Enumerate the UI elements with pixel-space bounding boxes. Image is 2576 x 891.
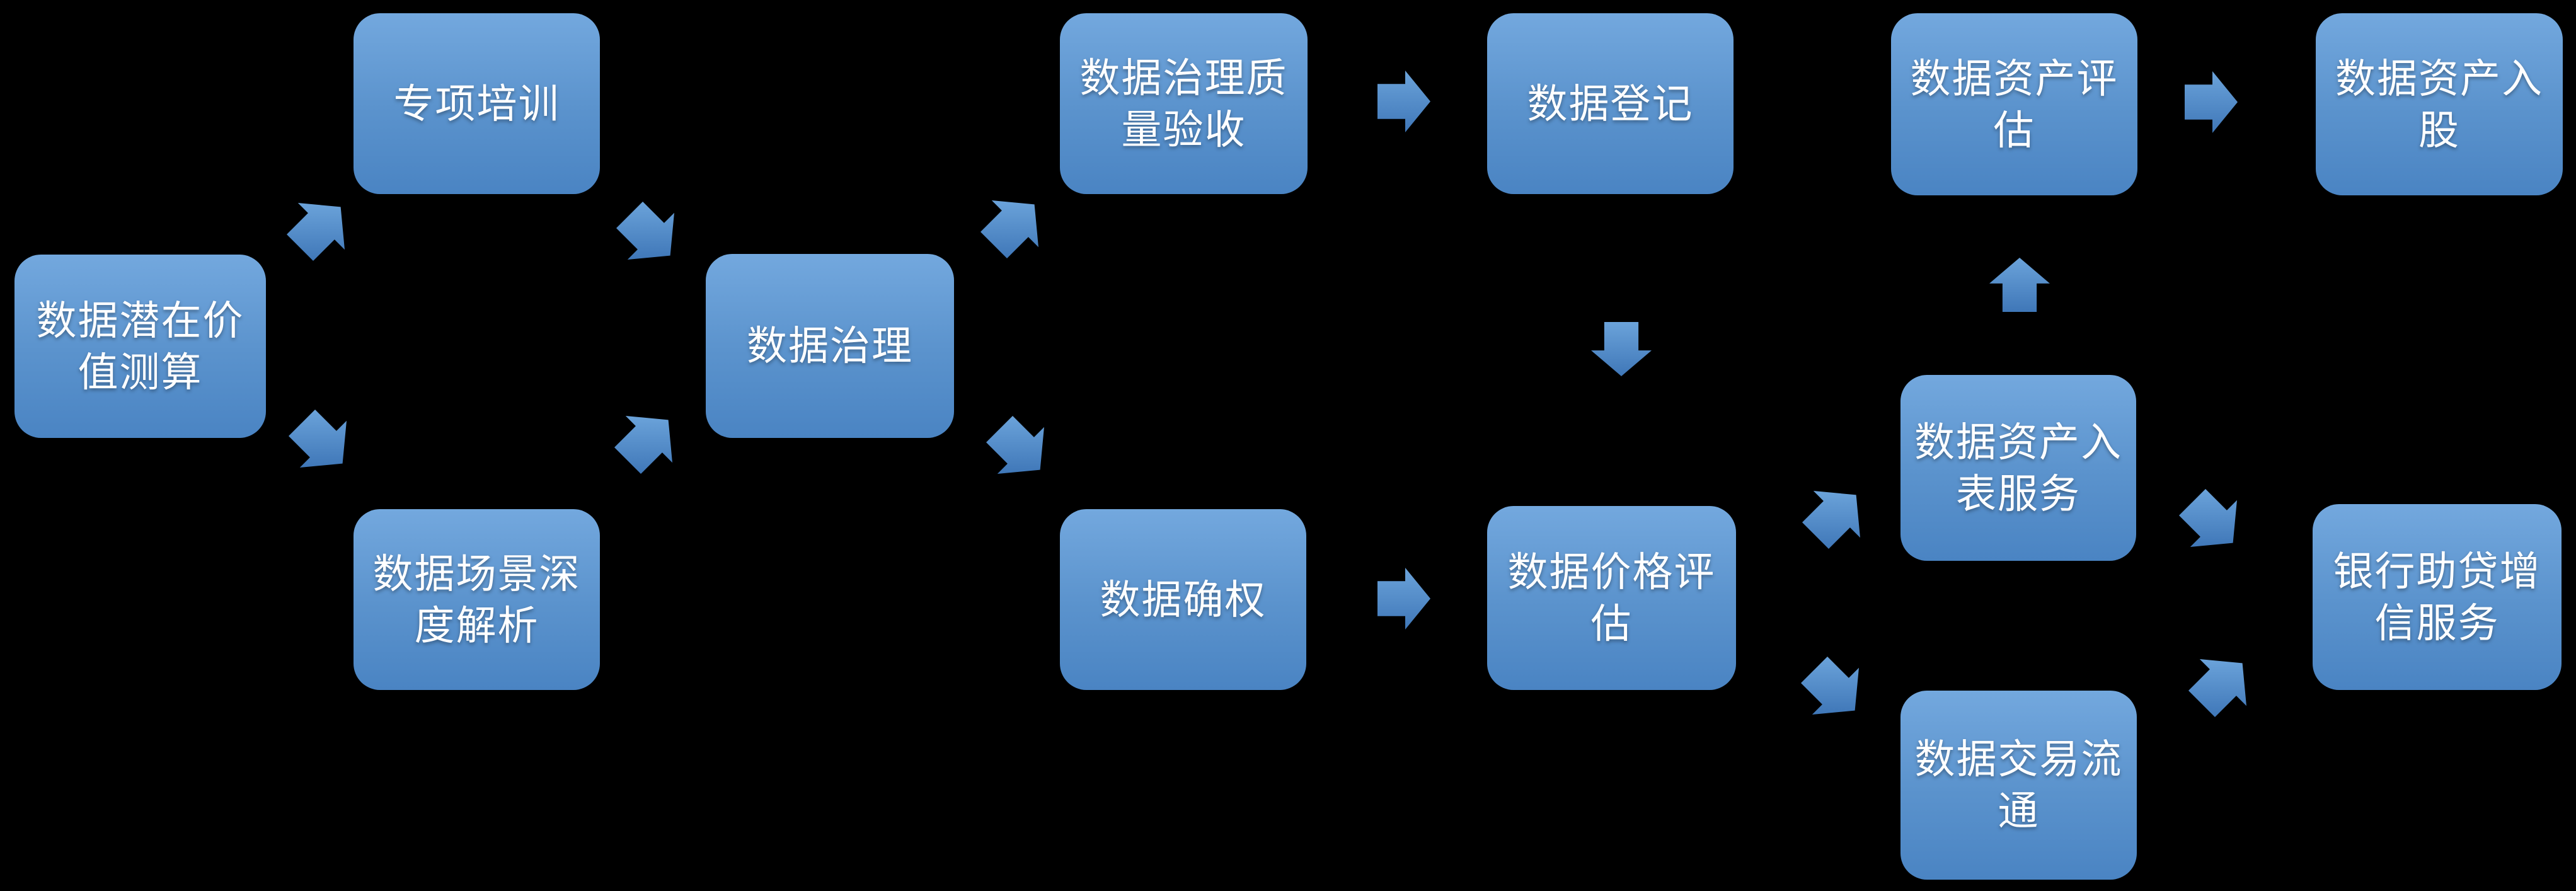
up-arrow-icon (1989, 258, 2050, 312)
right-arrow-icon (1377, 71, 1430, 132)
right-arrow-icon (1377, 568, 1430, 629)
arrow-governance-quality-acceptance-to-data-registration (1377, 71, 1430, 132)
node-label: 值测算 (78, 349, 203, 395)
node-data-rights-confirmation: 数据确权 (1060, 509, 1306, 690)
node-label: 数据治理质 (1079, 55, 1288, 101)
node-data-governance: 数据治理 (706, 254, 954, 438)
node-label: 通 (1998, 788, 2040, 834)
down-right-arrow-icon (289, 410, 347, 468)
node-label: 数据确权 (1100, 577, 1267, 623)
node-label: 银行助贷增 (2333, 548, 2541, 594)
arrow-potential-value-to-scenario-analysis (289, 410, 347, 468)
node-label: 数据交易流 (1914, 737, 2123, 782)
up-right-arrow-icon (614, 416, 672, 474)
arrow-data-governance-to-data-rights-confirmation (986, 416, 1044, 474)
node-trade-circulation: 数据交易流通 (1900, 691, 2137, 880)
arrow-data-governance-to-governance-quality-acceptance (980, 200, 1038, 258)
node-label: 股 (2418, 107, 2460, 153)
node-label: 估 (1993, 107, 2035, 153)
node-label: 数据治理 (747, 323, 913, 369)
node-price-evaluation: 数据价格评估 (1487, 506, 1736, 690)
node-special-training: 专项培训 (354, 13, 600, 194)
node-asset-evaluation: 数据资产评估 (1891, 13, 2137, 195)
down-right-arrow-icon (1801, 657, 1859, 715)
arrow-asset-entry-service-to-asset-evaluation (1989, 258, 2050, 312)
node-potential-value: 数据潜在价值测算 (14, 255, 266, 438)
up-right-arrow-icon (287, 203, 345, 261)
node-asset-entry-service: 数据资产入表服务 (1900, 375, 2136, 561)
up-right-arrow-icon (1802, 491, 1860, 549)
down-right-arrow-icon (616, 202, 674, 260)
down-right-arrow-icon (986, 416, 1044, 474)
up-right-arrow-icon (2188, 659, 2246, 717)
node-label: 估 (1590, 601, 1633, 647)
arrow-price-evaluation-to-asset-entry-service (1802, 491, 1860, 549)
right-arrow-icon (2185, 71, 2238, 133)
down-arrow-icon (1591, 322, 1652, 376)
node-bank-credit-service: 银行助贷增信服务 (2313, 504, 2562, 690)
node-data-registration: 数据登记 (1487, 13, 1734, 194)
node-label: 度解析 (414, 602, 539, 648)
node-label: 量验收 (1121, 106, 1246, 152)
node-label: 数据场景深 (372, 551, 581, 597)
node-label: 表服务 (1956, 471, 2081, 517)
node-asset-shareholding: 数据资产入股 (2316, 13, 2563, 195)
arrow-scenario-analysis-to-data-governance (614, 416, 672, 474)
node-label: 数据登记 (1527, 81, 1694, 127)
node-label: 信服务 (2374, 600, 2500, 646)
up-right-arrow-icon (980, 200, 1038, 258)
node-scenario-analysis: 数据场景深度解析 (354, 509, 600, 690)
node-label: 数据潜在价 (36, 297, 244, 343)
arrow-trade-circulation-to-bank-credit-service (2188, 659, 2246, 717)
arrow-asset-entry-service-to-bank-credit-service (2179, 489, 2237, 547)
arrow-special-training-to-data-governance (616, 202, 674, 260)
arrow-asset-evaluation-to-asset-shareholding (2185, 71, 2238, 133)
node-governance-quality-acceptance: 数据治理质量验收 (1060, 13, 1308, 194)
node-label: 数据资产入 (1914, 419, 2122, 465)
arrow-data-registration-to-price-evaluation (1591, 322, 1652, 376)
arrow-price-evaluation-to-trade-circulation (1801, 657, 1859, 715)
node-label: 数据资产评 (1910, 55, 2119, 101)
node-label: 专项培训 (393, 81, 560, 127)
node-label: 数据价格评 (1507, 549, 1716, 595)
arrow-potential-value-to-special-training (287, 203, 345, 261)
node-label: 数据资产入 (2335, 55, 2543, 101)
down-right-arrow-icon (2179, 489, 2237, 547)
arrow-data-rights-confirmation-to-price-evaluation (1377, 568, 1430, 629)
